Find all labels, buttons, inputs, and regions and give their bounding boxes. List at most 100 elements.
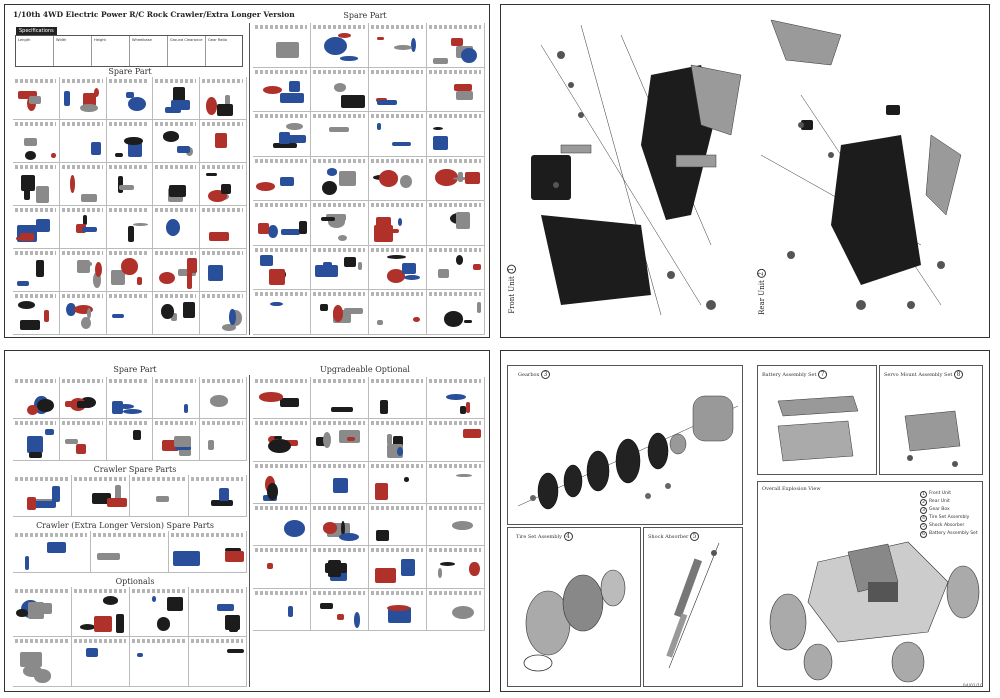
part-cell bbox=[13, 377, 60, 419]
part-image bbox=[166, 218, 181, 236]
spare-part-heading: Spare Part bbox=[343, 11, 387, 20]
part-image bbox=[86, 647, 99, 658]
part-image bbox=[273, 435, 282, 440]
part-cell bbox=[427, 112, 485, 157]
part-caption-mark bbox=[371, 590, 423, 595]
part-caption-mark bbox=[15, 533, 87, 537]
part-image bbox=[158, 271, 175, 285]
shock-number: 5 bbox=[690, 532, 699, 541]
spec-cell: Length bbox=[16, 36, 54, 66]
part-image bbox=[397, 218, 403, 226]
part-cell bbox=[253, 245, 311, 291]
part-caption-mark bbox=[190, 477, 243, 481]
part-cell bbox=[369, 245, 427, 291]
part-image bbox=[183, 302, 196, 319]
part-cell bbox=[13, 587, 72, 637]
spec-cell: Ground Clearance bbox=[168, 36, 206, 66]
part-image bbox=[177, 268, 196, 277]
part-image bbox=[37, 399, 54, 413]
shock-diagram bbox=[666, 542, 720, 669]
gearbox-number: 3 bbox=[540, 370, 550, 379]
part-image bbox=[117, 176, 124, 194]
legend-label: Rear Unit bbox=[929, 499, 950, 504]
part-image bbox=[323, 37, 347, 56]
part-image bbox=[91, 492, 112, 505]
part-image bbox=[319, 603, 333, 610]
spare-part-heading: Spare Part bbox=[108, 67, 152, 76]
part-cell bbox=[311, 156, 369, 202]
part-caption-mark bbox=[313, 203, 365, 208]
part-caption-mark bbox=[15, 208, 56, 212]
part-caption-mark bbox=[108, 379, 150, 383]
part-image bbox=[123, 136, 143, 146]
part-cell bbox=[311, 588, 369, 631]
battery-diagram bbox=[777, 395, 859, 462]
part-image bbox=[269, 301, 284, 307]
part-cell bbox=[427, 23, 485, 68]
part-image bbox=[266, 483, 278, 500]
part-image bbox=[35, 218, 51, 232]
part-image bbox=[444, 311, 464, 327]
part-image bbox=[155, 495, 170, 503]
part-image bbox=[186, 258, 197, 274]
part-image bbox=[65, 401, 84, 407]
part-image bbox=[214, 133, 228, 148]
divider bbox=[249, 23, 250, 335]
part-image bbox=[320, 217, 335, 222]
part-image bbox=[94, 261, 103, 278]
part-caption-mark bbox=[61, 122, 103, 126]
part-caption-mark bbox=[202, 251, 243, 255]
part-image bbox=[344, 307, 364, 315]
part-cell bbox=[253, 290, 311, 335]
part-caption-mark bbox=[108, 294, 150, 298]
part-image bbox=[16, 609, 28, 618]
part-cell bbox=[369, 419, 427, 462]
part-cell bbox=[106, 377, 154, 419]
part-caption-mark bbox=[202, 294, 243, 298]
part-cell bbox=[311, 201, 369, 246]
part-image bbox=[171, 313, 178, 322]
part-caption-mark bbox=[61, 79, 103, 83]
part-image bbox=[341, 520, 346, 536]
part-image bbox=[268, 224, 278, 238]
part-image bbox=[451, 520, 473, 530]
part-image bbox=[386, 434, 392, 445]
part-image bbox=[257, 222, 270, 234]
part-cell bbox=[427, 588, 485, 631]
part-cell bbox=[311, 23, 369, 68]
part-image bbox=[210, 500, 233, 506]
part-image bbox=[227, 648, 244, 654]
part-image bbox=[388, 606, 412, 623]
gearbox-heading: Gearbox 3 bbox=[518, 370, 550, 379]
part-caption-mark bbox=[313, 114, 365, 119]
part-image bbox=[183, 403, 189, 413]
part-caption-mark bbox=[255, 463, 307, 468]
part-cell bbox=[200, 292, 247, 335]
shock-section: Shock Absorber 5 bbox=[643, 527, 743, 687]
part-caption-mark bbox=[155, 251, 197, 255]
part-cell bbox=[427, 67, 485, 113]
part-image bbox=[177, 146, 190, 153]
part-image bbox=[279, 132, 290, 145]
assembly-page: Gearbox 3 Battery Assembly Set 7 bbox=[500, 350, 990, 692]
part-image bbox=[459, 406, 467, 415]
part-cell bbox=[13, 292, 60, 335]
part-image bbox=[205, 97, 218, 116]
part-image bbox=[338, 235, 348, 242]
page-number: 04/01/10 bbox=[962, 684, 983, 689]
part-image bbox=[86, 308, 92, 319]
part-caption-mark bbox=[313, 25, 365, 29]
part-cell bbox=[13, 77, 60, 120]
part-image bbox=[34, 500, 56, 509]
crawler-ext-grid bbox=[13, 531, 247, 573]
part-image bbox=[127, 96, 147, 112]
part-image bbox=[44, 428, 55, 436]
part-cell bbox=[369, 156, 427, 202]
part-image bbox=[432, 58, 449, 65]
shock-heading: Shock Absorber 5 bbox=[648, 532, 699, 541]
part-cell bbox=[427, 546, 485, 589]
part-caption-mark bbox=[73, 639, 126, 643]
part-caption-mark bbox=[313, 590, 365, 595]
part-caption-mark bbox=[371, 506, 423, 510]
